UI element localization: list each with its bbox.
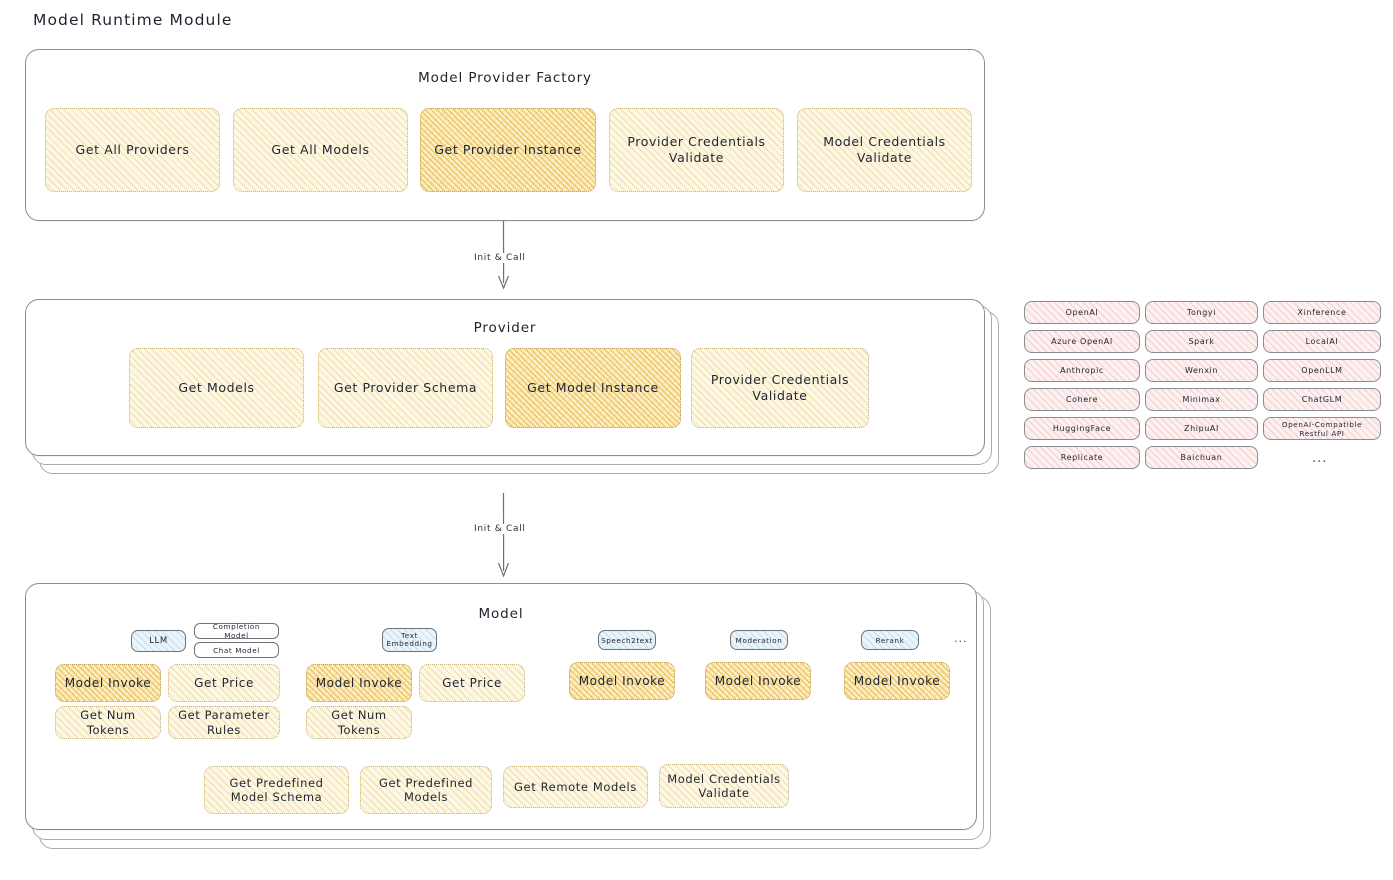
provider-chip-localai[interactable]: LocalAI xyxy=(1263,330,1381,353)
node-llm-get-parameter-rules[interactable]: Get Parameter Rules xyxy=(168,706,280,739)
provider-chip-openai[interactable]: OpenAI xyxy=(1024,301,1140,324)
node-model-credentials-validate-3[interactable]: Model Credentials Validate xyxy=(659,764,789,808)
model-badge-moderation[interactable]: Moderation xyxy=(730,630,788,650)
provider-chip-wenxin[interactable]: Wenxin xyxy=(1145,359,1258,382)
provider-card: Provider Get Models Get Provider Schema … xyxy=(25,299,985,456)
node-moderation-model-invoke[interactable]: Model Invoke xyxy=(705,662,811,700)
model-badge-speech2text[interactable]: Speech2text xyxy=(598,630,656,650)
node-model-credentials-validate[interactable]: Model Credentials Validate xyxy=(797,108,972,192)
provider-chip-baichuan[interactable]: Baichuan xyxy=(1145,446,1258,469)
provider-chip-replicate[interactable]: Replicate xyxy=(1024,446,1140,469)
model-card: Model LLM Completion Model Chat Model Mo… xyxy=(25,583,977,830)
node-text-embedding-get-price[interactable]: Get Price xyxy=(419,664,525,702)
node-get-remote-models[interactable]: Get Remote Models xyxy=(503,766,648,808)
model-subbadge-chat-model[interactable]: Chat Model xyxy=(194,642,279,658)
model-badge-llm[interactable]: LLM xyxy=(131,630,186,652)
provider-title: Provider xyxy=(473,320,537,336)
node-llm-get-num-tokens[interactable]: Get Num Tokens xyxy=(55,706,161,739)
node-get-predefined-models[interactable]: Get Predefined Models xyxy=(360,766,492,814)
node-provider-credentials-validate[interactable]: Provider Credentials Validate xyxy=(609,108,784,192)
arrow-label-init-call-1: Init & Call xyxy=(471,253,529,263)
model-title: Model xyxy=(478,606,524,622)
model-provider-factory-title: Model Provider Factory xyxy=(418,70,592,86)
node-rerank-model-invoke[interactable]: Model Invoke xyxy=(844,662,950,700)
node-get-provider-instance[interactable]: Get Provider Instance xyxy=(420,108,596,192)
node-get-predefined-model-schema[interactable]: Get Predefined Model Schema xyxy=(204,766,349,814)
node-get-all-providers[interactable]: Get All Providers xyxy=(45,108,220,192)
provider-chip-chatglm[interactable]: ChatGLM xyxy=(1263,388,1381,411)
provider-chip-azure-openai[interactable]: Azure OpenAI xyxy=(1024,330,1140,353)
provider-chip-xinference[interactable]: Xinference xyxy=(1263,301,1381,324)
model-provider-factory-card: Model Provider Factory Get All Providers… xyxy=(25,49,985,221)
provider-chip-openai-compatible-restful-api[interactable]: OpenAI-Compatible Restful API xyxy=(1263,417,1381,440)
node-text-embedding-model-invoke[interactable]: Model Invoke xyxy=(306,664,412,702)
provider-chip-zhipuai[interactable]: ZhipuAI xyxy=(1145,417,1258,440)
node-llm-get-price[interactable]: Get Price xyxy=(168,664,280,702)
provider-chip-tongyi[interactable]: Tongyi xyxy=(1145,301,1258,324)
provider-chip-cohere[interactable]: Cohere xyxy=(1024,388,1140,411)
arrow-provider-to-model xyxy=(470,492,540,583)
node-get-all-models[interactable]: Get All Models xyxy=(233,108,408,192)
provider-chip-huggingface[interactable]: HuggingFace xyxy=(1024,417,1140,440)
provider-chip-spark[interactable]: Spark xyxy=(1145,330,1258,353)
node-text-embedding-get-num-tokens[interactable]: Get Num Tokens xyxy=(306,706,412,739)
provider-chip-openllm[interactable]: OpenLLM xyxy=(1263,359,1381,382)
model-badge-rerank[interactable]: Rerank xyxy=(861,630,919,650)
node-speech2text-model-invoke[interactable]: Model Invoke xyxy=(569,662,675,700)
provider-chip-anthropic[interactable]: Anthropic xyxy=(1024,359,1140,382)
arrow-label-init-call-2: Init & Call xyxy=(471,524,529,534)
node-get-model-instance[interactable]: Get Model Instance xyxy=(505,348,681,428)
page-title: Model Runtime Module xyxy=(33,11,233,29)
model-groups-more: ... xyxy=(954,632,968,645)
provider-chip-minimax[interactable]: Minimax xyxy=(1145,388,1258,411)
provider-list-more: ... xyxy=(1312,451,1328,466)
model-badge-text-embedding[interactable]: Text Embedding xyxy=(382,628,437,652)
node-get-models[interactable]: Get Models xyxy=(129,348,304,428)
arrow-factory-to-provider xyxy=(470,220,540,297)
node-provider-credentials-validate-2[interactable]: Provider Credentials Validate xyxy=(691,348,869,428)
node-get-provider-schema[interactable]: Get Provider Schema xyxy=(318,348,493,428)
provider-list: OpenAI Azure OpenAI Anthropic Cohere Hug… xyxy=(1024,301,1384,476)
node-llm-model-invoke[interactable]: Model Invoke xyxy=(55,664,161,702)
model-subbadge-completion-model[interactable]: Completion Model xyxy=(194,622,279,640)
